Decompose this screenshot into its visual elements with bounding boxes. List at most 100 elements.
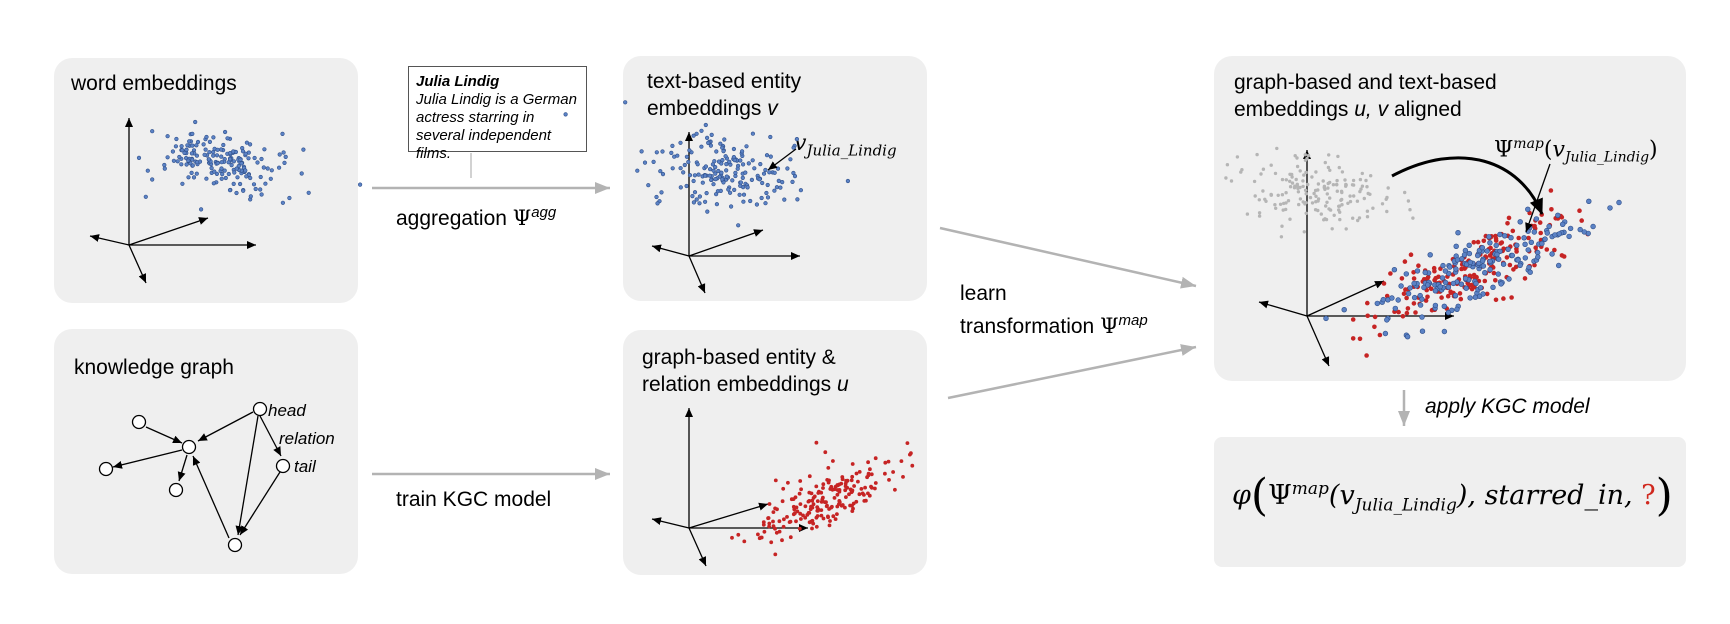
scatter-point xyxy=(1527,269,1533,275)
scatter-point xyxy=(849,478,854,483)
scatter-point xyxy=(1360,171,1365,176)
scatter-point xyxy=(1509,252,1516,259)
knowledge-graph-panel xyxy=(54,329,358,574)
scatter-point xyxy=(735,166,740,171)
scatter-point xyxy=(719,170,724,175)
scatter-point xyxy=(854,471,859,476)
scatter-point xyxy=(1471,240,1477,245)
scatter-point xyxy=(145,168,150,173)
scatter-point xyxy=(772,170,777,175)
scatter-point xyxy=(136,155,142,160)
scatter-point xyxy=(190,131,195,136)
v-annotation-sub: Julia_Lindig xyxy=(806,141,897,160)
scatter-point xyxy=(182,150,187,155)
scatter-point xyxy=(1577,226,1583,233)
scatter-point xyxy=(1263,197,1267,201)
scatter-point xyxy=(258,174,263,180)
entity-description-note: Julia Lindig Julia Lindig is a German ac… xyxy=(408,66,587,162)
scatter-point xyxy=(1442,268,1449,274)
scatter-point xyxy=(1314,194,1318,198)
scatter-point xyxy=(776,178,781,183)
scatter-point xyxy=(780,180,785,185)
scatter-point xyxy=(235,175,240,180)
scatter-point xyxy=(695,162,700,167)
scatter-point xyxy=(713,177,718,182)
scatter-point xyxy=(788,157,793,162)
scatter-point xyxy=(794,137,800,142)
scatter-point xyxy=(678,166,683,171)
scatter-point xyxy=(1381,281,1387,286)
scatter-point xyxy=(231,181,236,186)
scatter-point xyxy=(1288,217,1292,221)
scatter-point xyxy=(850,474,855,479)
scatter-point xyxy=(1273,203,1277,207)
scatter-point xyxy=(189,170,194,175)
scatter-point xyxy=(1535,254,1541,260)
scatter-point xyxy=(1403,287,1408,292)
scatter-point xyxy=(1445,309,1452,316)
scatter-point xyxy=(691,178,696,184)
scatter-point xyxy=(694,197,699,202)
psi-map-arg: v xyxy=(1552,137,1565,163)
scatter-point xyxy=(1419,314,1425,320)
scatter-point xyxy=(826,515,830,520)
scatter-point xyxy=(741,192,747,197)
scatter-point xyxy=(1458,281,1465,287)
scatter-point xyxy=(797,526,802,531)
scatter-point xyxy=(1338,210,1342,214)
scatter-point xyxy=(1522,241,1528,248)
scatter-point xyxy=(179,162,184,167)
scatter-point xyxy=(1546,223,1552,230)
scatter-point xyxy=(815,505,820,509)
scatter-point xyxy=(1403,271,1410,277)
scatter-point xyxy=(563,112,568,117)
scatter-point xyxy=(699,128,704,133)
scatter-point xyxy=(1304,192,1308,196)
scatter-point xyxy=(1441,303,1448,309)
scatter-point xyxy=(1616,199,1622,206)
scatter-point xyxy=(639,149,644,154)
scatter-point xyxy=(1365,313,1370,319)
aggregation-text: aggregation xyxy=(396,207,507,230)
scatter-point xyxy=(1406,199,1411,203)
scatter-point xyxy=(1280,193,1285,197)
scatter-point xyxy=(238,181,243,187)
scatter-point xyxy=(1490,284,1496,290)
scatter-point xyxy=(790,179,795,184)
text-entity-title-line1: text-based entity xyxy=(647,70,802,93)
scatter-point xyxy=(1566,233,1572,240)
scatter-point xyxy=(1312,191,1316,196)
scatter-point xyxy=(803,515,808,520)
scatter-point xyxy=(1432,302,1439,309)
scatter-point xyxy=(764,190,769,196)
scatter-point xyxy=(1339,189,1344,193)
scatter-point xyxy=(1322,185,1327,190)
scatter-point xyxy=(720,145,725,150)
scatter-point xyxy=(248,194,253,199)
graph-node xyxy=(227,537,243,553)
scatter-point xyxy=(1276,193,1280,197)
scatter-point xyxy=(180,181,185,186)
scatter-point xyxy=(1504,255,1510,260)
scatter-point xyxy=(1395,297,1401,303)
scatter-point xyxy=(873,456,878,461)
scatter-point xyxy=(765,182,770,188)
scatter-point xyxy=(229,163,234,168)
scatter-point xyxy=(830,487,835,492)
scatter-point xyxy=(1432,268,1437,274)
scatter-point xyxy=(1400,314,1406,319)
scatter-point xyxy=(1404,295,1409,301)
scatter-point xyxy=(754,202,760,207)
scatter-point xyxy=(704,191,709,196)
aligned-title-line2: embeddings xyxy=(1234,98,1355,121)
scatter-point xyxy=(1423,298,1429,303)
scatter-point xyxy=(1365,215,1370,219)
scatter-point xyxy=(1555,262,1562,269)
scatter-point xyxy=(179,144,184,149)
scatter-point xyxy=(1304,211,1308,215)
scatter-point xyxy=(204,176,209,181)
scatter-point xyxy=(219,176,224,181)
scatter-point xyxy=(1303,188,1308,192)
scatter-point xyxy=(773,552,778,557)
scatter-point xyxy=(883,471,887,476)
